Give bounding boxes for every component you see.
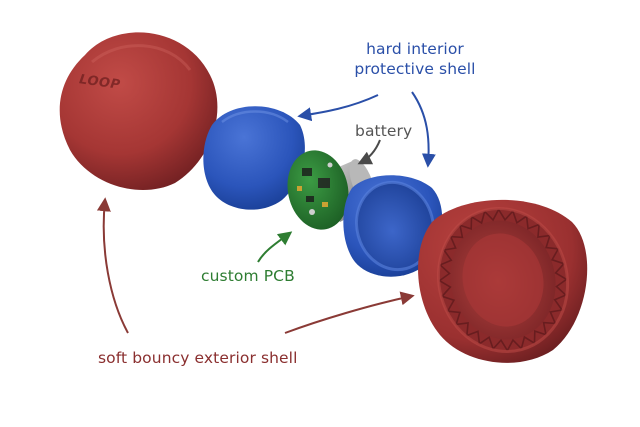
hard-shell-right [343, 175, 443, 277]
arrow-soft-to-left-shell [96, 197, 129, 334]
arrow-battery [357, 139, 381, 165]
soft-shell-right [418, 199, 588, 363]
hard-shell-left [203, 106, 305, 210]
arrow-pcb [257, 231, 293, 263]
soft-shell-left [59, 32, 218, 191]
arrow-hard-to-left-shell [297, 94, 379, 122]
hard-interior-shell-label: hard interior protective shell [352, 39, 478, 79]
hard-interior-label-line1: hard interior [366, 40, 464, 58]
hard-interior-label-line2: protective shell [354, 60, 476, 78]
custom-pcb-label: custom PCB [201, 267, 295, 285]
arrow-hard-to-right-shell [411, 91, 436, 168]
custom-pcb [287, 150, 349, 230]
battery-label: battery [355, 122, 413, 140]
arrow-soft-to-right-shell [284, 291, 415, 334]
soft-exterior-shell-label: soft bouncy exterior shell [98, 349, 298, 367]
